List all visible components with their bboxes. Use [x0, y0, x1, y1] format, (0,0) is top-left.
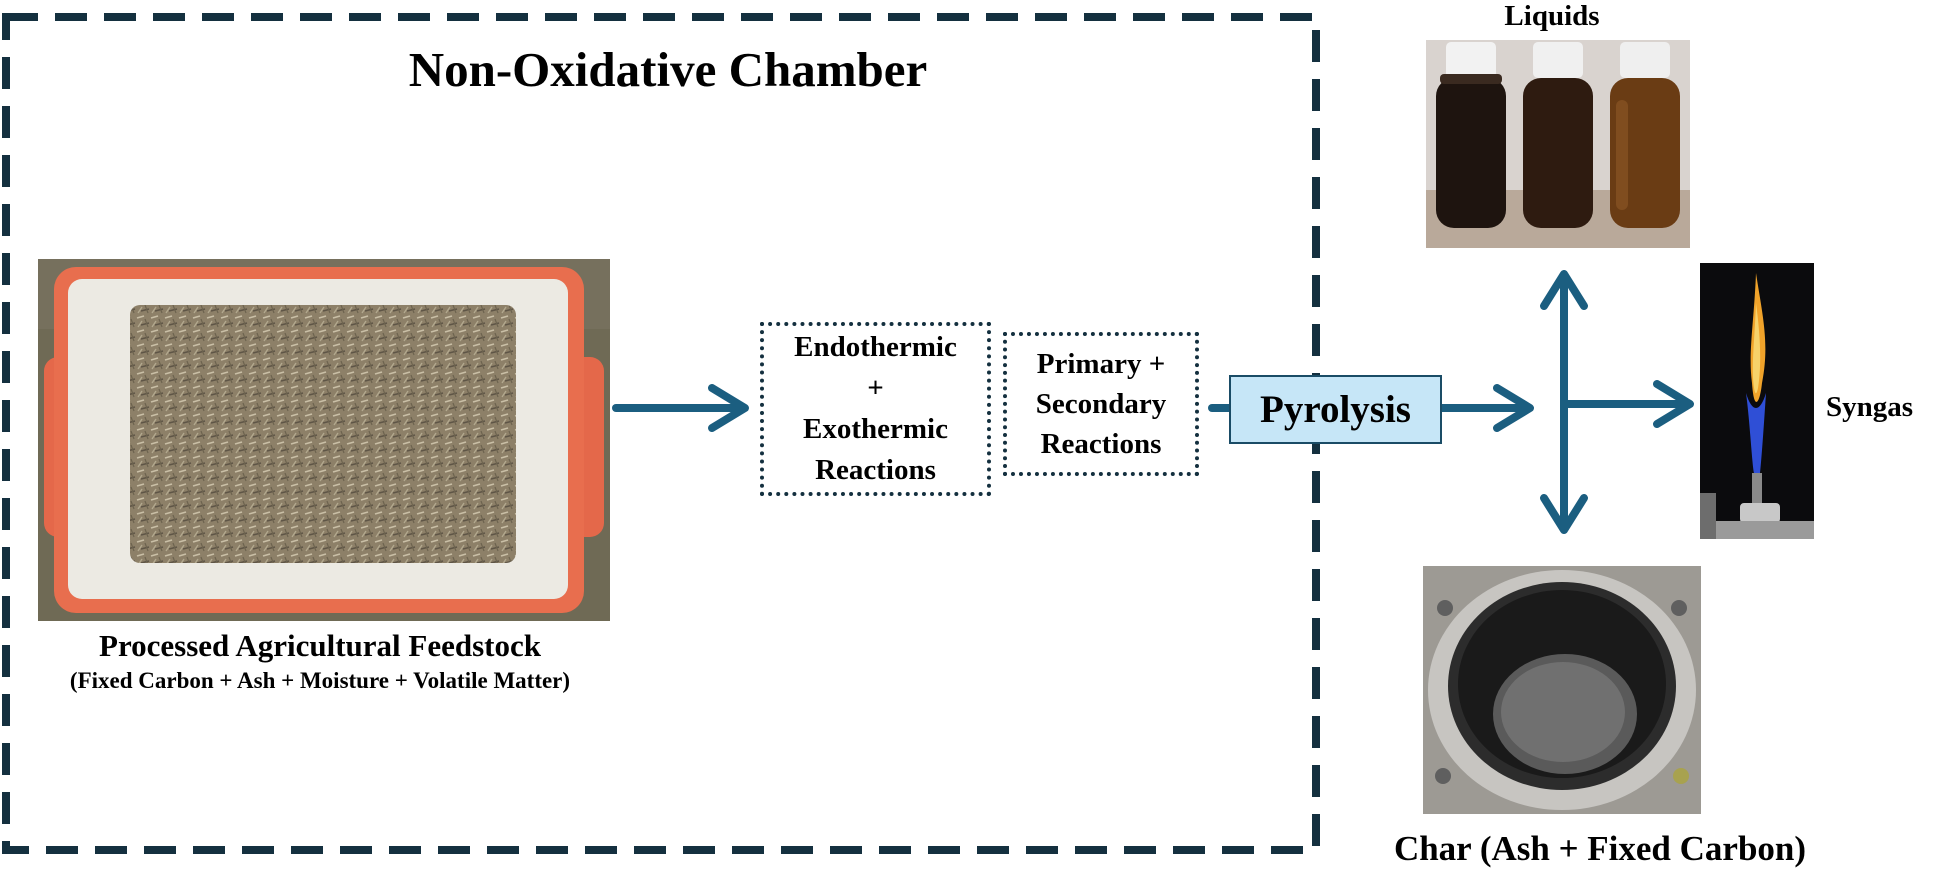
prim-line-2: Secondary	[1035, 388, 1167, 420]
liquids-label: Liquids	[1504, 0, 1600, 32]
prim-line-1: Primary +	[1036, 348, 1166, 380]
feedstock-caption: Processed Agricultural Feedstock	[99, 628, 541, 663]
endo-line-2: +	[867, 372, 884, 404]
feedstock-tray-photo	[38, 259, 610, 621]
feedstock-composition: (Fixed Carbon + Ash + Moisture + Volatil…	[69, 668, 571, 693]
endo-exo-reactions-box: Endothermic + Exothermic Reactions	[760, 322, 991, 496]
syngas-label: Syngas	[1826, 391, 1914, 423]
primary-secondary-reactions-box: Primary + Secondary Reactions	[1003, 332, 1199, 476]
arrowhead-feedstock-to-reactions	[708, 384, 749, 432]
endo-line-4: Reactions	[815, 454, 936, 486]
endo-line-1: Endothermic	[794, 331, 957, 363]
pyrolysis-label: Pyrolysis	[1260, 388, 1411, 431]
arrowhead-to-syngas	[1653, 380, 1694, 428]
flame-photo	[1700, 263, 1814, 539]
char-reactor-photo	[1423, 566, 1701, 814]
pyrolysis-box: Pyrolysis	[1229, 375, 1442, 444]
liquid-bottles-photo	[1426, 40, 1690, 248]
char-label: Char (Ash + Fixed Carbon)	[1393, 829, 1807, 868]
arrowhead-pyrolysis-to-hub	[1493, 384, 1534, 432]
arrowhead-to-liquids	[1540, 270, 1588, 310]
endo-line-3: Exothermic	[803, 413, 948, 445]
arrowhead-to-char	[1540, 494, 1588, 534]
chamber-title: Non-Oxidative Chamber	[408, 42, 928, 97]
prim-line-3: Reactions	[1040, 428, 1162, 460]
arrows	[612, 270, 1694, 534]
